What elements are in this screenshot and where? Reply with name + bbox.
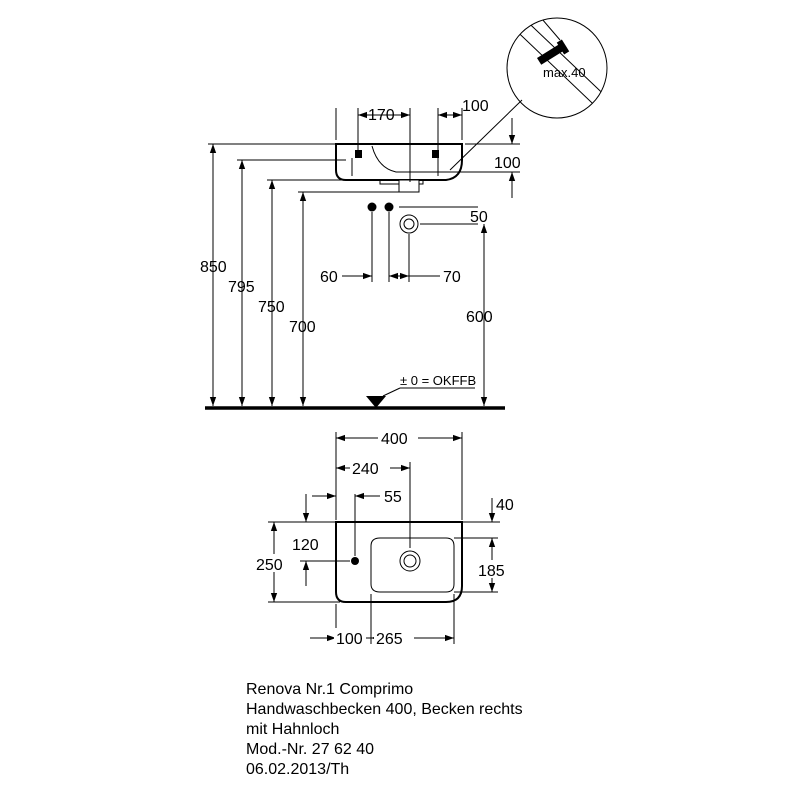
detail-circle: max.40: [449, 17, 608, 171]
dim-40: 40: [496, 497, 514, 514]
dim-240: 240: [352, 461, 379, 478]
dim-795: 795: [228, 279, 255, 296]
basin-outline: [335, 521, 463, 603]
dim-750: 750: [258, 299, 285, 316]
product-name: Renova Nr.1 Comprimo: [246, 681, 414, 698]
dim-600: 600: [466, 309, 493, 326]
dim-55: 55: [384, 489, 402, 506]
floor-label: ± 0 = OKFFB: [400, 373, 476, 388]
drain-outer: [399, 214, 419, 234]
drain-icon: [399, 550, 421, 572]
water-inlet-left: [367, 202, 377, 212]
dim-50: 50: [470, 209, 488, 226]
dim-100-bottom: 100: [336, 631, 363, 648]
tap-hole: [351, 557, 359, 565]
dim-70: 70: [443, 269, 461, 286]
model-number: Mod.-Nr. 27 62 40: [246, 741, 375, 758]
dim-170: 170: [368, 107, 395, 124]
product-info: Renova Nr.1 Comprimo Handwaschbecken 400…: [246, 680, 766, 780]
product-description: Handwaschbecken 400, Becken rechts: [246, 701, 523, 718]
dim-265: 265: [376, 631, 403, 648]
dim-400: 400: [381, 431, 408, 448]
dim-100-top: 100: [462, 98, 489, 115]
dim-850: 850: [200, 259, 227, 276]
product-description-2: mit Hahnloch: [246, 721, 340, 738]
basin-profile: [335, 143, 463, 181]
dim-120: 120: [292, 537, 319, 554]
dim-185: 185: [478, 563, 505, 580]
dim-700: 700: [289, 319, 316, 336]
dim-100-right: 100: [494, 155, 521, 172]
side-view: 170 100 100 50 60 70: [200, 98, 521, 410]
screw-icon: [537, 39, 570, 65]
detail-label: max.40: [543, 65, 586, 80]
floor-level-icon: [366, 396, 386, 408]
top-view: 400 240 55 40 120 250 185: [256, 428, 514, 648]
dim-250: 250: [256, 557, 283, 574]
dim-60: 60: [320, 269, 338, 286]
basin-bowl: [370, 537, 455, 593]
water-inlet-right: [384, 202, 394, 212]
drawing-date: 06.02.2013/Th: [246, 761, 350, 778]
